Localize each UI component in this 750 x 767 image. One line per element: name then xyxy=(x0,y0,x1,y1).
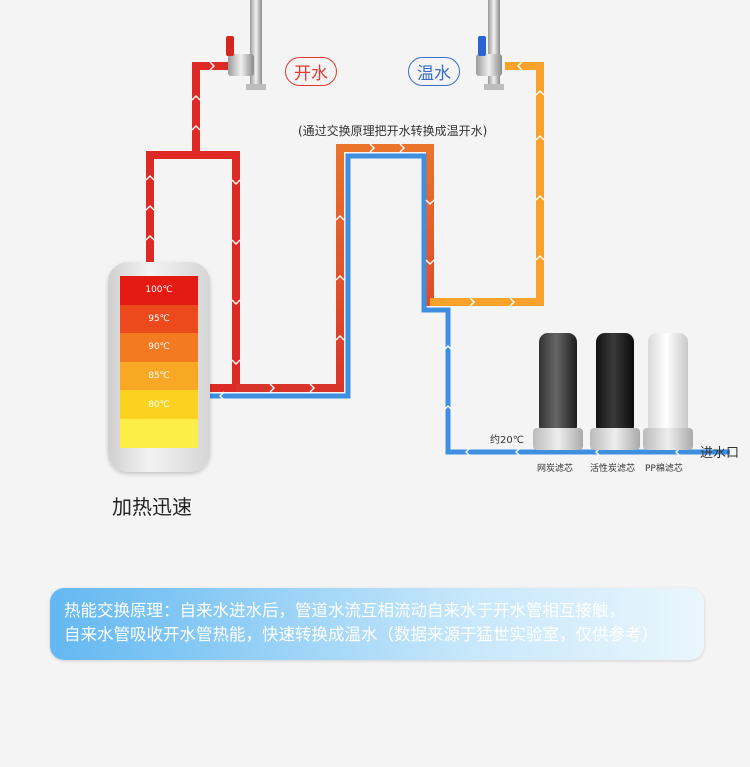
arrow xyxy=(443,345,453,351)
arrow xyxy=(145,205,155,211)
arrow xyxy=(425,199,435,205)
arrow xyxy=(535,135,545,141)
arrow xyxy=(335,215,345,221)
arrow xyxy=(515,447,521,457)
arrow xyxy=(535,255,545,261)
tank-caption: 加热迅速 xyxy=(112,495,192,519)
arrow xyxy=(191,125,201,131)
temp-level-bottom xyxy=(120,418,198,448)
arrow xyxy=(425,259,435,265)
arrow xyxy=(145,235,155,241)
hot-water-pipe xyxy=(146,62,235,265)
filter-label-1: 网炭滤芯 xyxy=(537,464,574,474)
arrow xyxy=(509,297,515,307)
arrow xyxy=(219,391,225,401)
temp-level-80: 80℃ xyxy=(120,390,198,419)
arrow xyxy=(145,175,155,181)
water-tank: 100℃ 95℃ 90℃ 85℃ 80℃ xyxy=(108,262,210,472)
filter-cartridge xyxy=(648,333,688,435)
filter-base xyxy=(533,428,583,450)
filter-cartridge xyxy=(596,333,634,435)
arrow xyxy=(335,335,345,341)
hot-water-label: 开水 xyxy=(285,57,337,86)
filter-label-2: 活性炭滤芯 xyxy=(590,464,636,474)
filter-cartridge xyxy=(539,333,577,435)
flow-arrows xyxy=(145,61,681,457)
arrow xyxy=(309,383,315,393)
temp-level-90: 90℃ xyxy=(120,333,198,362)
filter-label-3: PP棉滤芯 xyxy=(645,464,683,474)
arrow xyxy=(535,195,545,201)
warm-water-pipe xyxy=(430,62,544,306)
arrow xyxy=(231,359,241,365)
arrow xyxy=(335,275,345,281)
hot-water-pipe-branch xyxy=(196,151,240,392)
temperature-levels: 100℃ 95℃ 90℃ 85℃ 80℃ xyxy=(120,276,198,462)
arrow xyxy=(191,95,201,101)
exchange-pipe xyxy=(236,62,544,392)
warm-water-text: 温水 xyxy=(417,64,451,84)
temp-level-85: 85℃ xyxy=(120,361,198,391)
hot-water-text: 开水 xyxy=(294,64,328,84)
temp-level-100: 100℃ xyxy=(120,276,198,305)
arrow xyxy=(535,90,545,96)
filter-base xyxy=(643,428,693,450)
arrow xyxy=(369,143,375,153)
inlet-temperature: 约20℃ xyxy=(490,435,524,446)
arrow xyxy=(231,239,241,245)
arrow xyxy=(465,447,471,457)
arrow xyxy=(517,61,523,71)
temp-level-95: 95℃ xyxy=(120,304,198,334)
arrow xyxy=(443,405,453,411)
info-line-1: 热能交换原理：自来水进水后，管道水流互相流动自来水于开水管相互接触， xyxy=(64,601,625,620)
arrow xyxy=(231,179,241,185)
hot-faucet xyxy=(226,0,266,90)
arrow xyxy=(399,143,405,153)
warm-water-label: 温水 xyxy=(408,57,460,86)
cold-water-pipe xyxy=(204,153,730,455)
warm-faucet xyxy=(476,0,504,90)
arrow xyxy=(209,61,215,71)
filter-base xyxy=(590,428,640,450)
exchange-note: (通过交换原理把开水转换成温开水) xyxy=(298,124,488,138)
water-inlet-label: 进水口 xyxy=(700,446,740,461)
info-box: 热能交换原理：自来水进水后，管道水流互相流动自来水于开水管相互接触， 自来水管吸… xyxy=(50,588,704,660)
info-line-2: 自来水管吸收开水管热能，快速转换成温水（数据来源于猛世实验室，仅供参考） xyxy=(64,625,658,644)
arrow xyxy=(231,299,241,305)
arrow xyxy=(469,297,475,307)
arrow xyxy=(269,383,275,393)
